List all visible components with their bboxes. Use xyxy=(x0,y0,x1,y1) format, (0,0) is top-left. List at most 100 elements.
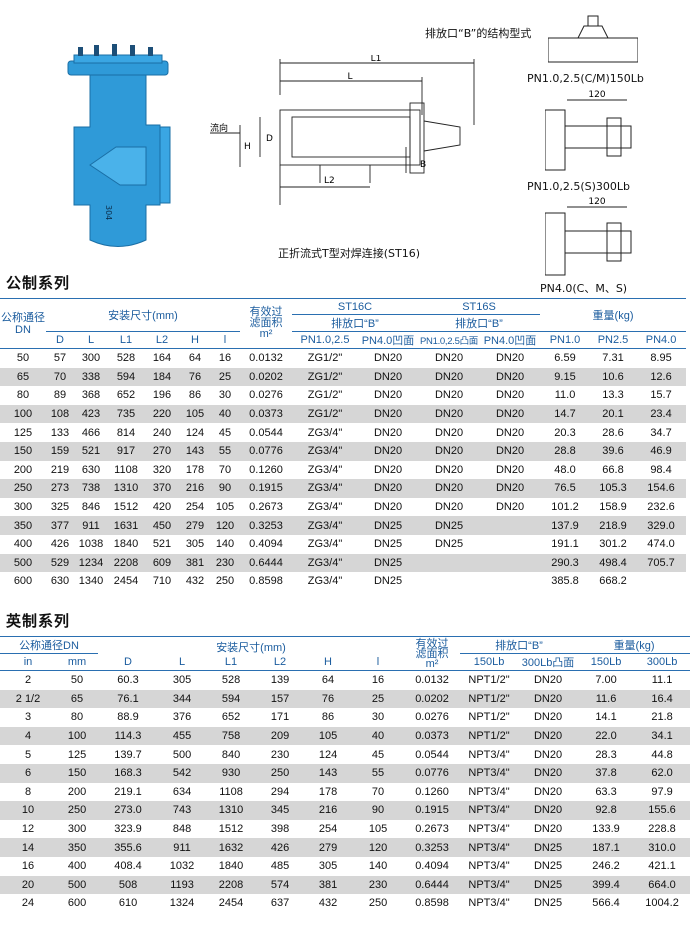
table-cell: NPT1/2" xyxy=(460,689,519,709)
table-cell xyxy=(480,553,541,573)
table-cell: DN20 xyxy=(480,441,541,461)
metric-col-i: l xyxy=(210,331,240,349)
metric-col-drain-s1: PN1.0,2.5凸面 xyxy=(418,331,480,349)
metric-col-l1: L1 xyxy=(108,331,144,349)
table-cell: 743 xyxy=(158,801,207,820)
strainer-body-illustration: 304 xyxy=(67,44,171,247)
table-cell: 55 xyxy=(352,763,405,783)
table-cell: ZG3/4" xyxy=(307,463,343,476)
table-cell: 4 xyxy=(0,726,56,746)
table-cell: DN20 xyxy=(518,801,579,820)
dim-label-l: L xyxy=(347,72,352,82)
table-cell: 0.1260 xyxy=(415,785,449,798)
table-cell: 1512 xyxy=(218,823,244,836)
metric-table: 公称通径 DN 安装尺寸(mm) 有效过 滤面积 m² ST16C ST16S … xyxy=(0,298,687,591)
table-cell: 500 xyxy=(172,748,192,761)
table-cell: DN20 xyxy=(418,367,480,387)
table-cell: 735 xyxy=(108,404,144,424)
table-cell: NPT3/4" xyxy=(468,748,510,761)
table-cell: 25 xyxy=(352,689,405,709)
table-cell: 668.2 xyxy=(599,575,627,588)
table-cell: 1004.2 xyxy=(645,897,679,910)
table-cell: DN25 xyxy=(373,538,403,551)
table-cell: DN20 xyxy=(518,726,579,746)
table-cell: 0.0373 xyxy=(240,404,292,424)
table-cell: 310.0 xyxy=(634,838,691,857)
table-cell: 80 xyxy=(16,389,30,402)
table-cell: 219.1 xyxy=(114,785,142,798)
table-cell: 11.0 xyxy=(554,389,576,402)
table-cell: 28.6 xyxy=(602,426,624,439)
table-cell: DN20 xyxy=(495,501,525,514)
metric-series-title: 公制系列 xyxy=(6,274,71,292)
table-cell xyxy=(480,516,541,535)
table-cell: 1324 xyxy=(169,897,195,910)
metric-header-drain-s: 排放口“B” xyxy=(418,314,541,332)
table-cell: 399.4 xyxy=(578,875,635,895)
table-cell: 610 xyxy=(118,897,138,910)
table-cell: 6.59 xyxy=(554,352,576,365)
metric-col-drain-c1: PN1.0,2.5 xyxy=(292,331,358,349)
table-cell: 0.8598 xyxy=(249,575,283,588)
table-cell: 70 xyxy=(371,785,385,798)
table-cell: 0.0373 xyxy=(404,726,461,746)
table-cell: 370 xyxy=(144,479,180,498)
imperial-col-l2: L2 xyxy=(273,656,287,668)
table-cell: 574 xyxy=(256,875,305,895)
table-cell: 398 xyxy=(270,823,290,836)
table-cell: 105.3 xyxy=(590,479,637,498)
imperial-col-in: in xyxy=(0,653,56,671)
table-cell: ZG3/4" xyxy=(292,441,358,461)
table-cell: 39.6 xyxy=(590,441,637,461)
imperial-header-drain: 排放口“B” xyxy=(460,636,579,654)
table-cell: NPT3/4" xyxy=(460,801,519,820)
metric-col-drain-c2: PN4.0凹面 xyxy=(358,331,418,349)
table-cell: 15.7 xyxy=(650,389,672,402)
table-cell: 400 xyxy=(13,538,33,551)
table-cell: DN25 xyxy=(533,897,563,910)
table-cell: 219 xyxy=(50,463,70,476)
table-cell: 98.4 xyxy=(650,463,672,476)
table-cell: 420 xyxy=(152,501,172,514)
table-cell: 0.0776 xyxy=(240,441,292,461)
table-cell: 0.2673 xyxy=(415,823,449,836)
table-cell: 97.9 xyxy=(651,785,673,798)
table-cell: 45 xyxy=(371,748,385,761)
imperial-col-l1: L1 xyxy=(224,656,238,668)
table-cell: 64 xyxy=(188,352,202,365)
table-cell: 350 xyxy=(0,516,46,535)
table-cell: DN20 xyxy=(480,479,541,498)
table-cell: 3 xyxy=(24,711,32,724)
dim-label-d: D xyxy=(266,134,273,144)
table-cell: 423 xyxy=(74,404,108,424)
table-cell: 14.7 xyxy=(540,404,591,424)
metric-header-dn: 公称通径 DN xyxy=(0,298,46,349)
table-cell: 0.3253 xyxy=(404,838,461,857)
table-cell: 37.8 xyxy=(578,763,635,783)
table-cell: 594 xyxy=(108,367,144,387)
table-cell: 40 xyxy=(210,404,240,424)
table-cell: DN20 xyxy=(533,674,563,687)
table-cell: 150 xyxy=(0,441,46,461)
table-cell: 1310 xyxy=(206,801,257,820)
table-cell: 385.8 xyxy=(551,575,579,588)
table-cell: DN20 xyxy=(373,426,403,439)
table-cell: 381 xyxy=(304,875,353,895)
table-cell xyxy=(418,572,480,591)
table-cell: DN20 xyxy=(434,426,464,439)
table-cell: 24 xyxy=(21,897,35,910)
table-cell: 1840 xyxy=(113,538,139,551)
table-cell: DN20 xyxy=(418,441,480,461)
table-cell: 840 xyxy=(221,748,241,761)
discharge-variant-1-drawing xyxy=(548,15,638,63)
table-cell: 171 xyxy=(270,711,290,724)
table-cell: 273.0 xyxy=(98,801,159,820)
table-cell: ZG3/4" xyxy=(307,426,343,439)
